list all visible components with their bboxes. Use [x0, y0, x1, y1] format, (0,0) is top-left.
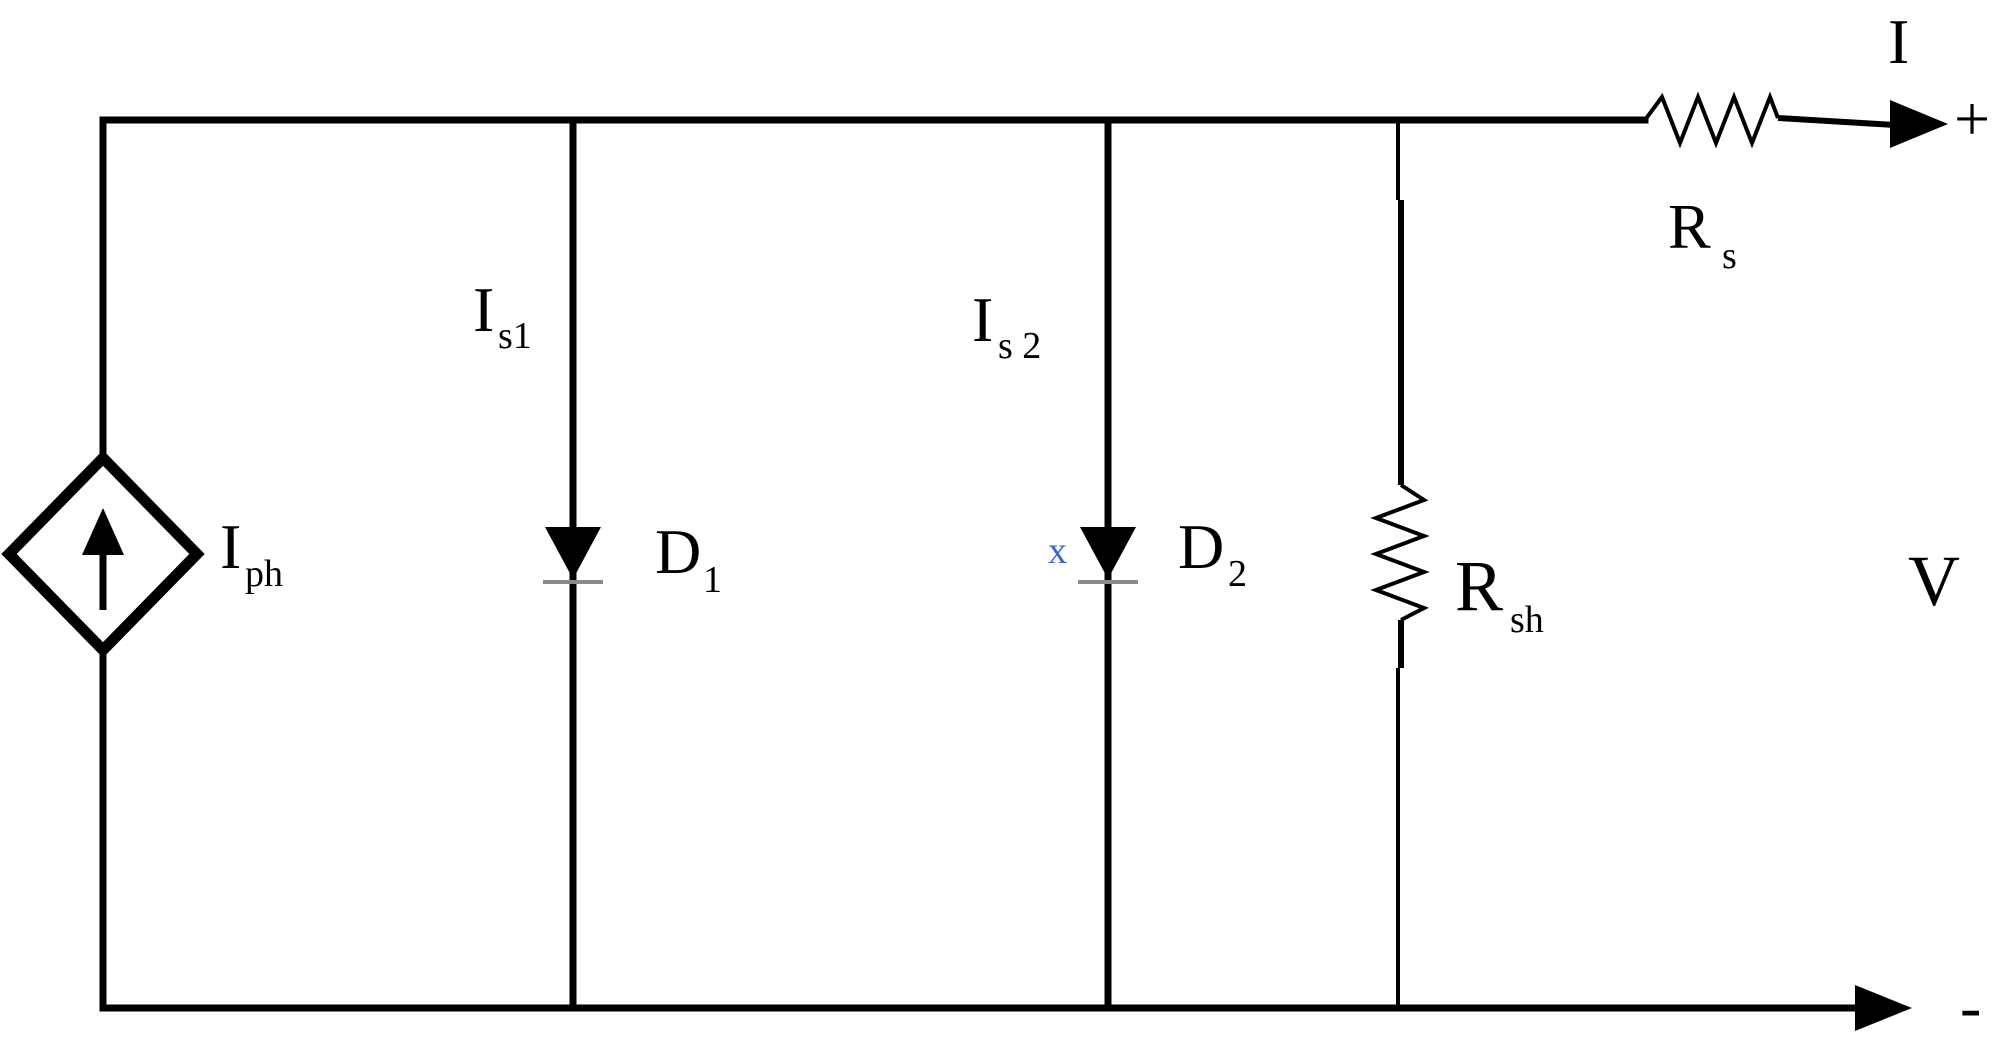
diode-d1-icon	[545, 527, 601, 579]
label-rsh-sub: sh	[1510, 599, 1544, 641]
label-is2-main: I	[972, 284, 993, 355]
dependent-current-source-icon	[1, 450, 205, 658]
label-d2-main: D	[1178, 511, 1224, 582]
label-rs-main: R	[1668, 191, 1711, 262]
output-current-arrow-icon	[1890, 100, 1948, 148]
label-is1-sub: s1	[498, 315, 532, 357]
series-resistor-icon	[1643, 91, 1780, 149]
label-current-out: I	[1888, 6, 1909, 77]
output-wire	[1777, 115, 1896, 128]
label-rs-sub: s	[1722, 235, 1737, 277]
label-voltage: V	[1908, 541, 1960, 621]
shunt-resistor-icon	[1370, 483, 1430, 622]
label-d2-marker: x	[1048, 530, 1067, 572]
label-iph-sub: ph	[245, 553, 283, 595]
diode-d2-icon	[1080, 527, 1136, 579]
label-is2-sub: s 2	[998, 325, 1041, 367]
label-terminal-plus: +	[1954, 83, 1990, 154]
label-d1-main: D	[655, 516, 701, 587]
label-d1-sub: 1	[703, 559, 722, 601]
bottom-terminal-arrow-icon	[1855, 985, 1912, 1031]
source-arrow-up-icon	[82, 508, 124, 555]
label-terminal-minus: -	[1960, 971, 1981, 1039]
label-rsh-main: R	[1455, 546, 1503, 626]
label-is1-main: I	[473, 274, 494, 345]
label-d2-sub: 2	[1228, 553, 1247, 595]
label-iph-main: I	[220, 511, 241, 582]
